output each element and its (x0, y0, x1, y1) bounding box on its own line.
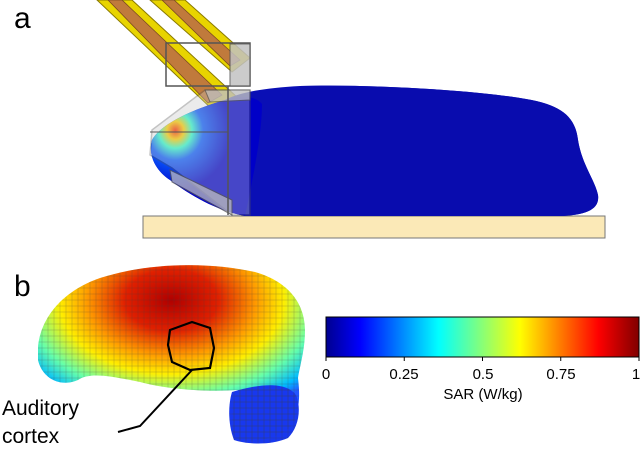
auditory-cortex-leader-line (117, 369, 193, 433)
cortex-label: cortex (2, 425, 60, 448)
antenna-arm (96, 0, 251, 113)
auditory-cortex-outline (166, 320, 216, 372)
colorbar (325, 316, 640, 358)
panel-label-b: b (14, 270, 31, 303)
colorbar-tick-label: 0.75 (546, 366, 576, 383)
platform (142, 215, 606, 239)
colorbar-tick-label: 0.5 (472, 366, 494, 383)
panel-label-a: a (14, 2, 31, 35)
auditory-label: Auditory (2, 397, 80, 420)
colorbar-tick-label: 0.25 (389, 366, 419, 383)
brain-voxel-model (38, 265, 305, 444)
colorbar-ticks (325, 357, 640, 361)
rat-body (150, 85, 599, 217)
colorbar-tick-label: 0 (321, 366, 331, 383)
colorbar-title: SAR (W/kg) (443, 386, 523, 403)
head-holder (149, 43, 251, 216)
colorbar-tick-label: 1 (631, 366, 641, 383)
